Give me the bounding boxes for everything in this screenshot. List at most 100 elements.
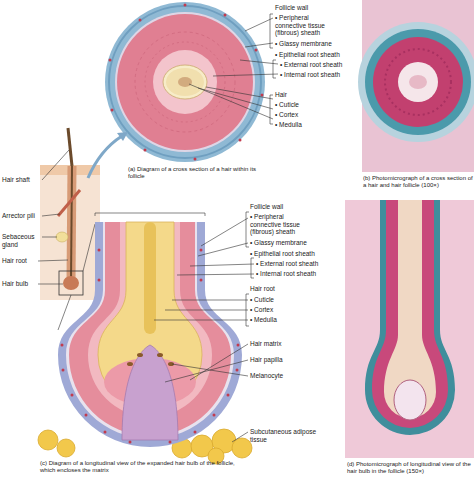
illustration-part <box>154 320 248 321</box>
part-label: • External root sheath <box>280 61 362 69</box>
photo-fibrous-ring <box>365 29 471 135</box>
illustration-part <box>236 369 239 372</box>
part-label: • Medulla <box>275 121 362 129</box>
illustration-part <box>184 4 187 7</box>
part-label: Melanocyte <box>250 372 344 380</box>
panel-caption: (d) Photomicrograph of longitudinal view… <box>347 461 474 475</box>
illustration-part <box>95 213 205 216</box>
illustration-part <box>194 158 197 161</box>
illustration-part <box>232 432 248 442</box>
part-label: • Glassy membrane <box>250 239 344 247</box>
part-label: • Cuticle <box>275 101 362 109</box>
fibrous-sheath <box>58 222 242 447</box>
part-label: Arrector pili <box>2 212 44 220</box>
illustration-part <box>198 88 273 109</box>
hair-shaft <box>68 128 72 166</box>
hair-cortex <box>166 68 204 96</box>
part-label: Hair root <box>250 285 344 293</box>
zoom-arrowhead <box>117 132 128 141</box>
illustration-part <box>255 49 258 52</box>
illustration-part <box>127 362 133 366</box>
arrector-pili <box>58 190 80 216</box>
illustration-part <box>85 414 88 417</box>
illustration-part <box>57 439 75 457</box>
illustration-part <box>194 431 197 434</box>
illustration-part <box>62 369 65 372</box>
illustration-part <box>165 360 248 382</box>
illustration-part <box>198 243 248 256</box>
connective-tissue-dots <box>109 4 264 161</box>
photo-epithelium <box>373 37 463 127</box>
hair-medulla <box>178 77 192 87</box>
part-label: Hair shaft <box>2 176 44 184</box>
illustration-part <box>246 294 249 326</box>
illustration-part <box>38 284 63 285</box>
illustration-part <box>139 19 142 22</box>
part-label: • Internal root sheath <box>256 270 344 278</box>
part-label: Sebaceous gland <box>2 233 44 248</box>
illustration-part <box>251 258 254 278</box>
leader-lines <box>189 14 278 124</box>
illustration-part <box>111 109 114 112</box>
part-label: • Epithelial root sheath <box>275 51 362 59</box>
panel-caption: (c) Diagram of a longitudinal view of th… <box>40 460 245 474</box>
illustration-part <box>240 60 278 64</box>
illustration-part <box>98 279 101 282</box>
illustration-part <box>42 237 57 238</box>
hair-medulla <box>144 222 156 334</box>
cell-texture <box>135 32 235 132</box>
illustration-part <box>177 274 254 275</box>
illustration-part <box>104 431 107 434</box>
illustration-part <box>224 14 227 17</box>
part-label: • Internal root sheath <box>280 71 362 79</box>
cross-section-diagram <box>105 2 265 162</box>
melanocytes <box>127 353 174 366</box>
illustration-part <box>227 394 230 397</box>
leader-lines <box>38 150 95 330</box>
photo-root-sheath <box>372 200 448 428</box>
illustration-part <box>137 353 143 357</box>
zoom-arrow <box>88 136 122 178</box>
illustration-part <box>42 214 60 216</box>
illustration-part <box>42 150 69 180</box>
photo-ring <box>358 22 474 142</box>
follicle <box>71 166 72 280</box>
illustration-part <box>213 414 216 417</box>
part-label: Subcutaneous adipose tissue <box>250 428 320 443</box>
hair-root <box>71 166 72 280</box>
illustration-part <box>38 430 58 450</box>
part-label: Hair papilla <box>250 356 344 364</box>
external-root-sheath <box>117 14 253 150</box>
panel-caption: (b) Photomicrograph of a cross section o… <box>363 175 474 189</box>
longitudinal-diagram <box>38 222 252 464</box>
illustration-part <box>58 295 71 330</box>
illustration-part <box>200 249 203 252</box>
illustration-part <box>144 149 147 152</box>
part-label: • External root sheath <box>256 260 344 268</box>
illustration-part <box>270 95 273 124</box>
illustration-part <box>246 212 249 247</box>
illustration-part <box>61 344 64 347</box>
photomicrograph-cross-section <box>358 0 474 172</box>
illustration-part <box>98 249 101 252</box>
panel-caption: (a) Diagram of a cross section of a hair… <box>128 166 270 180</box>
sebaceous-gland <box>56 232 68 242</box>
glassy-membrane <box>115 12 255 152</box>
leader-lines <box>95 212 254 442</box>
part-label: • Cortex <box>250 306 344 314</box>
illustration-part <box>109 59 112 62</box>
illustration-part <box>189 84 273 119</box>
fibrous-sheath <box>105 2 265 162</box>
part-label: Follicle wall <box>250 203 344 211</box>
photo-papilla <box>394 380 426 420</box>
glassy-membrane <box>66 222 234 439</box>
hair-bulb <box>63 276 79 290</box>
part-label: Hair bulb <box>2 280 44 288</box>
photomicrograph-longitudinal <box>345 200 474 458</box>
photo-internal <box>398 62 438 102</box>
illustration-part <box>157 353 163 357</box>
hair-cuticle <box>163 65 207 99</box>
illustration-part <box>201 218 248 246</box>
photo-fibrous-sheath <box>365 200 455 435</box>
